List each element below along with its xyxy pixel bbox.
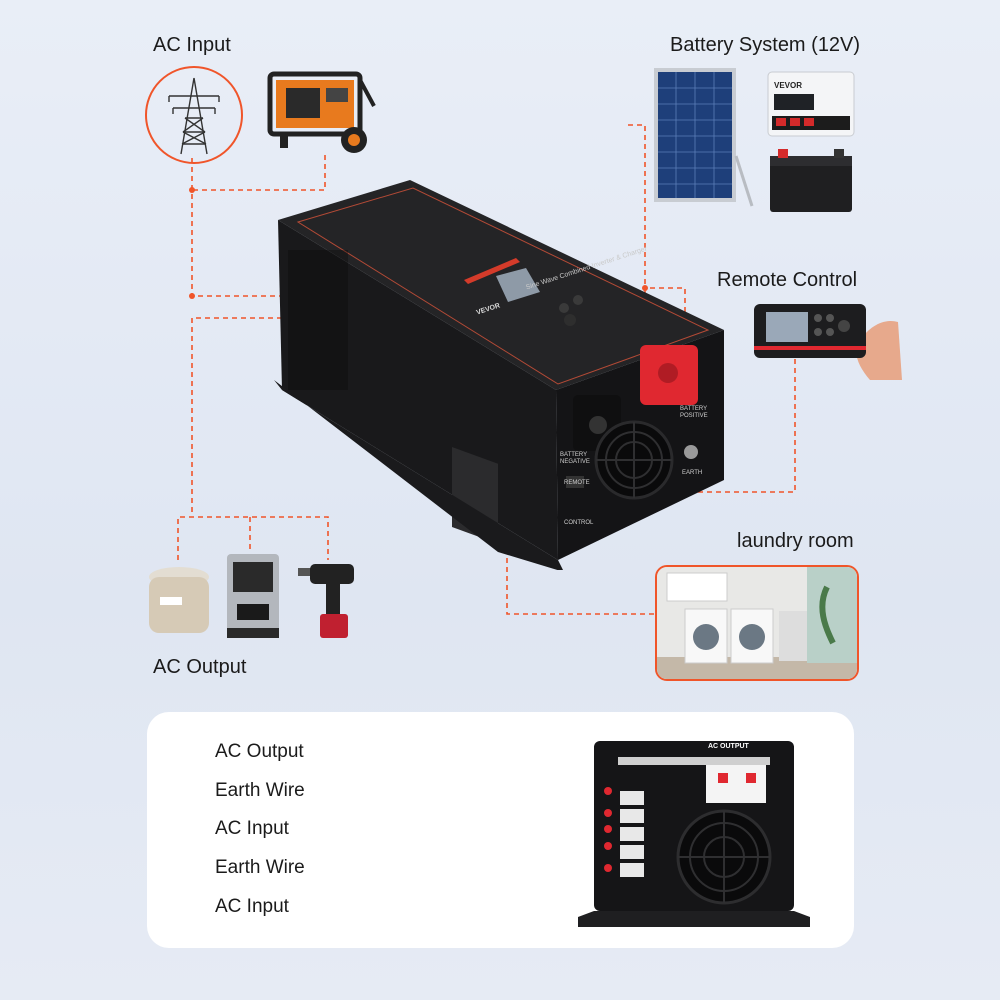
- wiring-label-earth-wire: Earth Wire: [215, 780, 305, 801]
- svg-text:VEVOR: VEVOR: [774, 81, 802, 90]
- back-panel-ac-output-label: AC OUTPUT: [708, 743, 749, 750]
- power-drill-image: [296, 560, 362, 642]
- remote-label: REMOTE: [564, 480, 590, 486]
- inverter-back-panel: AC OUTPUT: [578, 739, 810, 929]
- laundry-room-label: laundry room: [737, 530, 854, 552]
- laundry-room-image: [655, 565, 859, 681]
- wiring-label-earth-wire-2: Earth Wire: [215, 857, 305, 878]
- power-tower-icon: [145, 66, 243, 164]
- rice-cooker-image: [146, 563, 212, 641]
- wiring-label-ac-input-2: AC Input: [215, 896, 289, 917]
- earth-label: EARTH: [682, 470, 703, 476]
- battery-image: [766, 146, 856, 214]
- remote-control-image: [752, 300, 902, 380]
- coffee-machine-image: [223, 552, 283, 642]
- ac-input-label: AC Input: [153, 34, 231, 56]
- battery-positive-label: BATTERY POSITIVE: [680, 406, 708, 419]
- wiring-label-ac-input: AC Input: [215, 818, 289, 839]
- inverter-device: Sine Wave Combined Inverter & Charger VE…: [268, 180, 728, 570]
- battery-negative-label: BATTERY NEGATIVE: [560, 452, 590, 465]
- wiring-label-ac-output: AC Output: [215, 741, 304, 762]
- control-label: CONTROL: [564, 520, 594, 526]
- remote-control-label: Remote Control: [717, 269, 858, 291]
- generator-image: [262, 66, 380, 158]
- charge-controller-image: VEVOR: [766, 70, 856, 140]
- ac-output-label: AC Output: [153, 656, 247, 678]
- solar-panel-image: [652, 66, 757, 212]
- battery-system-label: Battery System (12V): [670, 34, 861, 56]
